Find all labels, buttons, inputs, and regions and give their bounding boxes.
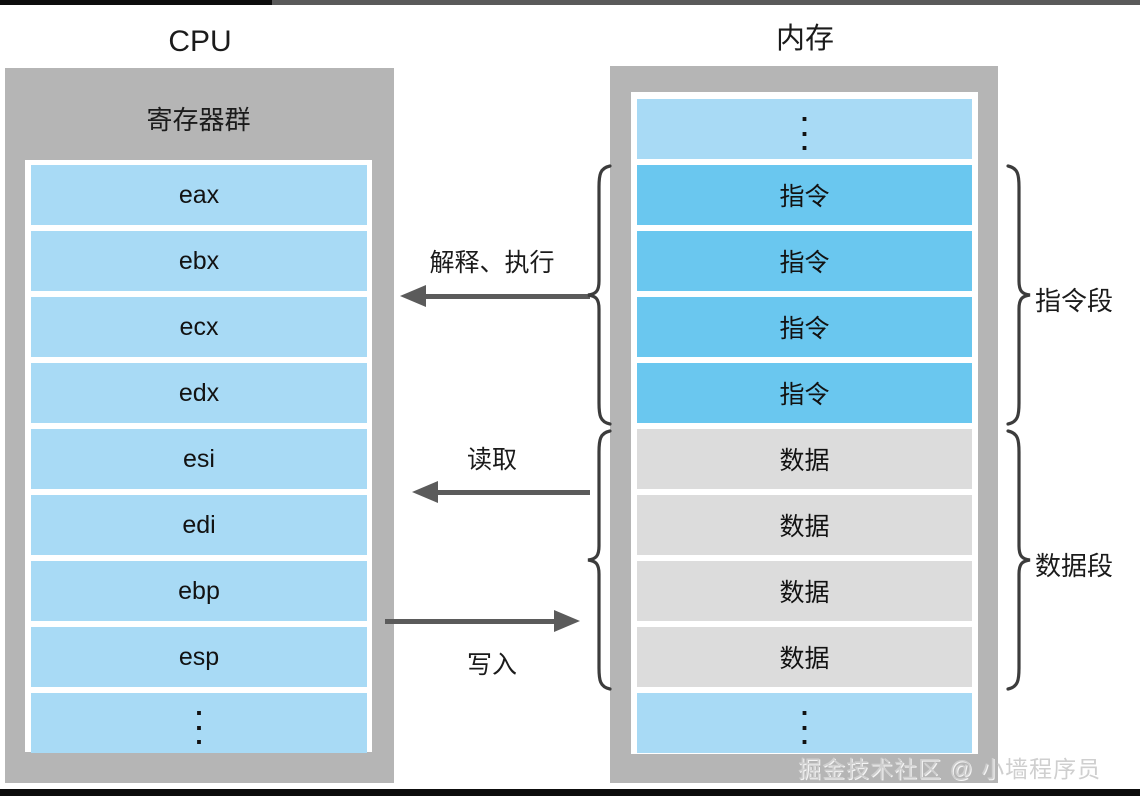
cell-label: 数据 (779, 579, 830, 607)
memory-cell-指令: 指令 (637, 297, 972, 357)
register-cell-edx: edx (31, 363, 367, 423)
memory-cell-ellipsis: ... (637, 690, 972, 753)
watermark: 掘金技术社区 @ 小墙程序员 (798, 756, 1102, 782)
cell-label: ecx (179, 312, 219, 341)
register-cell-ebx: ebx (31, 231, 367, 291)
memory-cell-指令: 指令 (637, 363, 972, 423)
register-cell-ebp: ebp (31, 561, 367, 621)
cell-label: esp (178, 642, 220, 671)
register-cell-ellipsis: ... (31, 690, 367, 753)
brace-right-instruction (1006, 164, 1031, 426)
cell-label: 数据 (779, 447, 830, 475)
cell-label: 指令 (779, 249, 830, 277)
memory-cell-ellipsis: ... (637, 96, 972, 159)
flow-label-execute: 解释、执行 (429, 249, 555, 277)
flow-arrow-write (385, 610, 580, 632)
arrow-shaft (385, 619, 556, 624)
arrow-head-left-icon (412, 481, 438, 503)
cell-label: 数据 (779, 645, 830, 673)
brace-right-data (1006, 429, 1031, 691)
register-cell-edi: edi (31, 495, 367, 555)
bottom-edge-strip (0, 789, 1140, 796)
cell-label: ebx (178, 246, 220, 275)
segment-label-instruction: 指令段 (1035, 286, 1114, 316)
flow-label-write: 写入 (466, 651, 517, 679)
cell-label: 指令 (779, 315, 830, 343)
memory-title: 内存 (775, 23, 834, 55)
cell-label: esi (183, 444, 215, 473)
vertical-ellipsis-icon: ... (800, 690, 809, 751)
register-cell-eax: eax (31, 165, 367, 225)
register-cell-esp: esp (31, 627, 367, 687)
arrow-head-left-icon (400, 285, 426, 307)
register-group-label: 寄存器群 (146, 105, 251, 135)
cell-label: 指令 (779, 381, 830, 409)
arrow-shaft (424, 294, 590, 299)
flow-arrow-execute (400, 285, 590, 307)
vertical-ellipsis-icon: ... (195, 690, 203, 751)
memory-cell-数据: 数据 (637, 429, 972, 489)
cell-label: ebp (178, 576, 220, 605)
flow-label-read: 读取 (466, 446, 517, 474)
memory-cell-数据: 数据 (637, 561, 972, 621)
cell-label: edi (182, 510, 216, 539)
segment-label-data: 数据段 (1035, 551, 1114, 581)
arrow-shaft (436, 490, 590, 495)
memory-cell-数据: 数据 (637, 627, 972, 687)
cell-label: 指令 (779, 183, 830, 211)
brace-left-data (587, 429, 612, 691)
memory-cell-指令: 指令 (637, 165, 972, 225)
memory-cell-数据: 数据 (637, 495, 972, 555)
arrow-head-right-icon (554, 610, 580, 632)
brace-left-instruction (587, 164, 612, 426)
flow-arrow-read (412, 481, 590, 503)
cell-label: edx (178, 378, 220, 407)
top-edge-gray-strip (272, 0, 1140, 5)
register-cell-esi: esi (31, 429, 367, 489)
cell-label: eax (178, 180, 220, 209)
register-cell-ecx: ecx (31, 297, 367, 357)
cpu-title: CPU (168, 25, 232, 58)
cell-label: 数据 (779, 513, 830, 541)
memory-cell-指令: 指令 (637, 231, 972, 291)
vertical-ellipsis-icon: ... (800, 96, 809, 157)
